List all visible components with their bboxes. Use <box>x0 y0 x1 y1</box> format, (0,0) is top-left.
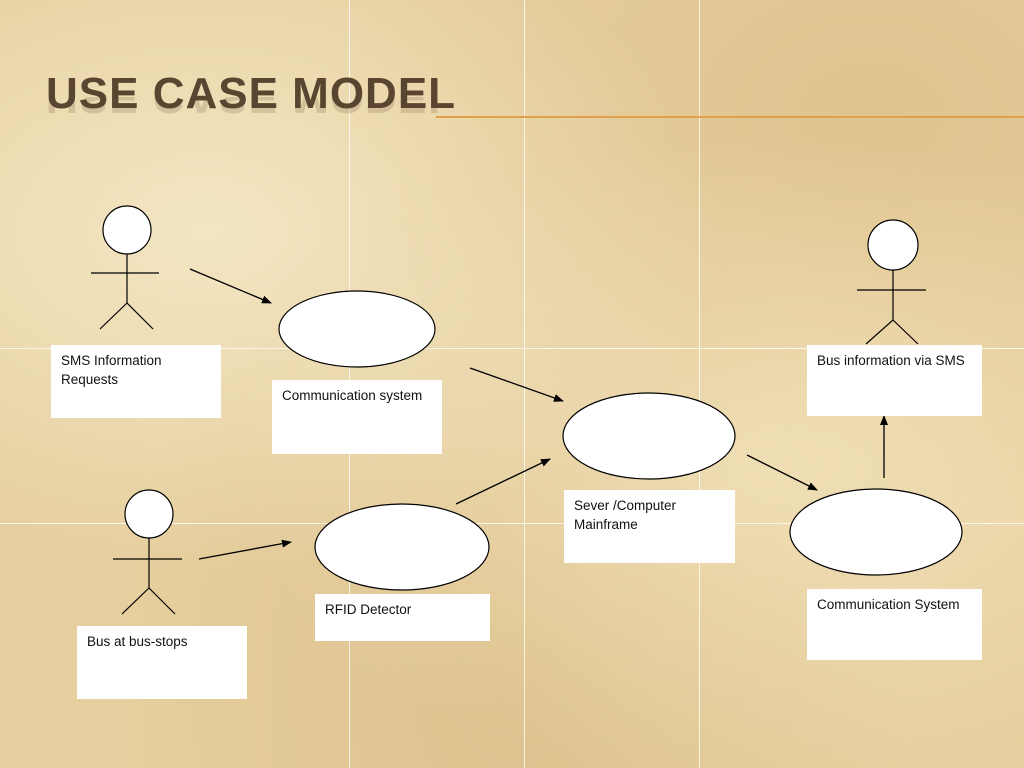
grid-line <box>699 0 700 768</box>
actor-sms-label: SMS Information Requests <box>51 345 221 418</box>
arrow-rfid-to-server <box>455 458 551 505</box>
grid-line <box>524 0 525 768</box>
grid-line <box>0 523 1024 524</box>
use-case-label-server: Sever /Computer Mainframe <box>564 490 735 563</box>
slide-title: Use Case Model <box>46 69 457 118</box>
arrow-server-to-communication-system <box>746 454 818 491</box>
actor-bus-label: Bus at bus-stops <box>77 626 247 699</box>
actor-sms-figure <box>91 205 159 330</box>
arrow-bus-to-rfid <box>198 539 292 560</box>
actor-recipient-label: Bus information via SMS <box>807 345 982 416</box>
actor-recipient-figure <box>857 219 926 345</box>
use-case-ellipse-rfid-detector <box>314 503 490 591</box>
grid-line <box>0 348 1024 349</box>
use-case-label-rfid-detector: RFID Detector <box>315 594 490 641</box>
arrow-communication-to-server <box>469 367 564 402</box>
use-case-ellipse-communication-system-1 <box>278 290 436 368</box>
use-case-label-communication-system-2: Communication System <box>807 589 982 660</box>
use-case-ellipse-server <box>562 392 736 480</box>
use-case-ellipse-communication-system-2 <box>789 488 963 576</box>
actor-bus-figure <box>113 489 182 615</box>
arrow-sms-to-communication <box>189 268 272 304</box>
title-underline <box>436 116 1024 118</box>
use-case-label-communication-system-1: Communication system <box>272 380 442 454</box>
